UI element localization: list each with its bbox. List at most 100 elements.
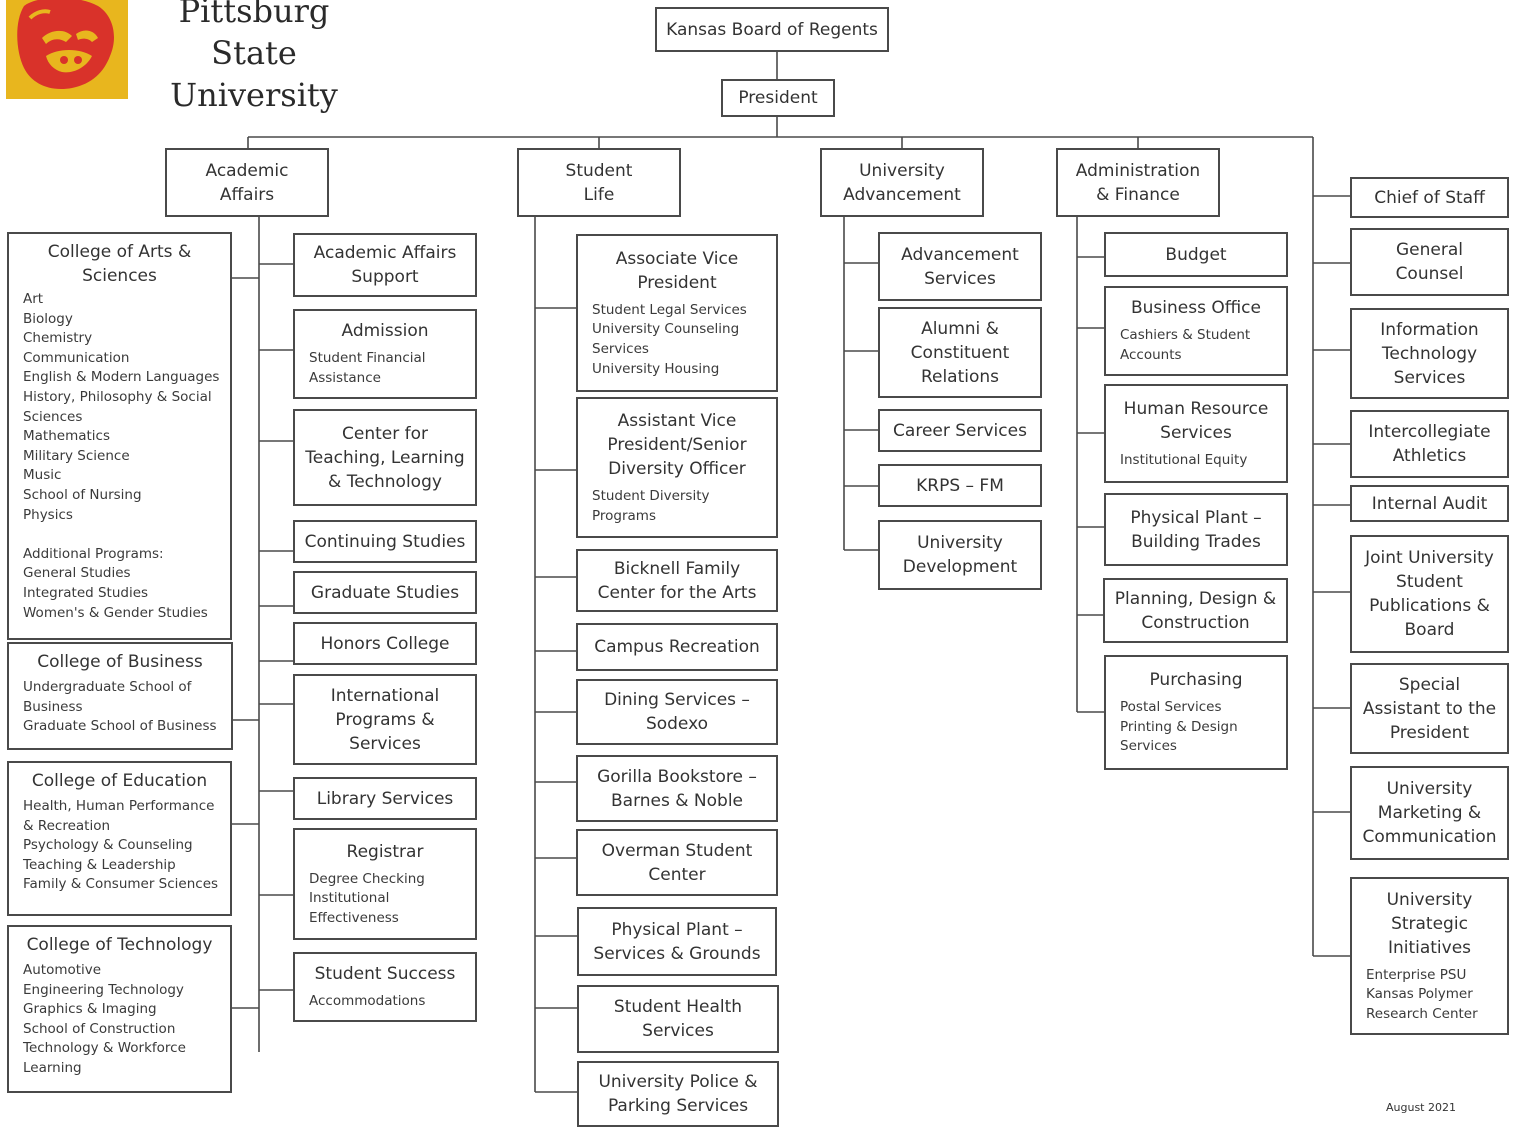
college-title: College of Technology [26, 935, 213, 955]
unit-gorilla-bookstore: Gorilla Bookstore – Barnes & Noble [576, 755, 778, 822]
unit-title: Assistant Vice President/Senior Diversit… [607, 410, 747, 479]
unit-planning-design-construction: Planning, Design & Construction [1103, 578, 1288, 643]
unit-title: Budget [1165, 244, 1227, 265]
unit-title: Alumni & Constituent Relations [910, 318, 1010, 387]
unit-title: Gorilla Bookstore – Barnes & Noble [597, 766, 757, 811]
unit-sub: Degree Checking Institutional Effectiven… [309, 870, 425, 926]
unit-library-services: Library Services [293, 777, 477, 820]
unit-krps-fm: KRPS – FM [878, 464, 1042, 507]
unit-title: Academic Affairs Support [313, 243, 457, 287]
unit-business-office: Business Office Cashiers & Student Accou… [1104, 286, 1288, 376]
unit-student-health-services: Student Health Services [577, 985, 779, 1053]
unit-academic-affairs-support: Academic Affairs Support [293, 233, 477, 297]
unit-budget: Budget [1104, 232, 1288, 277]
unit-title: Admission [341, 321, 429, 342]
unit-sub: Enterprise PSU Kansas Polymer Research C… [1366, 966, 1478, 1022]
unit-title: Advancement Services [901, 244, 1019, 289]
division-academic-affairs: Academic Affairs [165, 148, 329, 217]
unit-campus-recreation: Campus Recreation [576, 623, 778, 671]
revision-date: August 2021 [1386, 1101, 1456, 1114]
unit-title: KRPS – FM [916, 475, 1004, 496]
college-business: College of Business Undergraduate School… [7, 642, 233, 750]
unit-sub: Student Diversity Programs [592, 487, 710, 524]
unit-title: Business Office [1131, 298, 1261, 319]
unit-dining-services: Dining Services – Sodexo [576, 679, 778, 745]
college-title: College of Arts & Sciences [47, 242, 192, 286]
unit-registrar: Registrar Degree Checking Institutional … [293, 828, 477, 940]
unit-title: Purchasing [1149, 670, 1243, 691]
unit-title: Bicknell Family Center for the Arts [597, 558, 757, 603]
unit-title: Internal Audit [1371, 493, 1488, 514]
unit-title: Overman Student Center [601, 840, 753, 885]
unit-internal-audit: Internal Audit [1350, 485, 1509, 522]
division-label: Academic Affairs [205, 160, 289, 205]
unit-title: International Programs & Services [330, 685, 440, 754]
unit-sub: Institutional Equity [1120, 451, 1248, 468]
kansas-board-of-regents-box: Kansas Board of Regents [655, 7, 889, 52]
unit-university-police: University Police & Parking Services [577, 1061, 779, 1127]
unit-title: Campus Recreation [594, 637, 760, 657]
college-title: College of Education [31, 771, 208, 791]
unit-advancement-services: Advancement Services [878, 232, 1042, 301]
university-name: Pittsburg State University [170, 0, 338, 114]
unit-title: Dining Services – Sodexo [604, 690, 750, 734]
unit-title: Intercollegiate Athletics [1368, 422, 1491, 466]
college-technology: College of Technology Automotive Enginee… [7, 925, 232, 1093]
unit-title: Student Health Services [613, 997, 743, 1041]
unit-title: Student Success [314, 964, 456, 985]
college-education: College of Education Health, Human Perfo… [7, 761, 232, 916]
unit-sub: Student Financial Assistance [309, 350, 426, 386]
unit-title: Physical Plant – Services & Grounds [593, 919, 761, 964]
unit-information-technology-services: Information Technology Services [1350, 308, 1509, 399]
unit-physical-plant-building-trades: Physical Plant – Building Trades [1104, 493, 1288, 566]
division-student-life: Student Life [517, 148, 681, 217]
unit-title: Career Services [893, 420, 1027, 441]
unit-title: Registrar [346, 841, 424, 862]
division-administration-finance: Administration & Finance [1056, 148, 1220, 217]
unit-student-success: Student Success Accommodations [293, 952, 477, 1022]
president-label: President [738, 88, 818, 108]
unit-sub: Cashiers & Student Accounts [1120, 327, 1251, 363]
college-departments: Undergraduate School of Business Graduat… [23, 679, 217, 735]
unit-title: University Marketing & Communication [1362, 779, 1497, 847]
division-label: Chief of Staff [1374, 187, 1485, 208]
unit-title: Human Resource Services [1123, 398, 1269, 443]
unit-joint-university-student-publications: Joint University Student Publications & … [1350, 535, 1509, 653]
unit-sub: Accommodations [309, 993, 426, 1010]
unit-title: University Development [902, 533, 1018, 577]
college-title: College of Business [37, 652, 203, 672]
president-box: President [721, 79, 835, 117]
unit-continuing-studies: Continuing Studies [293, 520, 477, 563]
unit-human-resource-services: Human Resource Services Institutional Eq… [1104, 384, 1288, 483]
unit-sub: Student Legal Services University Counse… [592, 301, 747, 377]
unit-bicknell-family-center: Bicknell Family Center for the Arts [576, 549, 778, 612]
unit-university-marketing-communication: University Marketing & Communication [1350, 766, 1509, 860]
college-departments: Health, Human Performance & Recreation P… [23, 798, 219, 893]
unit-sub: Postal Services Printing & Design Servic… [1120, 699, 1238, 755]
unit-graduate-studies: Graduate Studies [293, 571, 477, 614]
unit-title: Graduate Studies [310, 582, 460, 603]
unit-international-programs: International Programs & Services [293, 674, 477, 765]
unit-university-strategic-initiatives: University Strategic Initiatives Enterpr… [1350, 877, 1509, 1035]
unit-title: Center for Teaching, Learning & Technolo… [305, 423, 465, 492]
division-university-advancement: University Advancement [820, 148, 984, 217]
unit-alumni-constituent-relations: Alumni & Constituent Relations [878, 307, 1042, 398]
unit-title: University Police & Parking Services [598, 1072, 758, 1116]
unit-title: Information Technology Services [1380, 319, 1479, 388]
unit-title: Joint University Student Publications & … [1365, 548, 1494, 640]
regents-label: Kansas Board of Regents [666, 19, 878, 40]
unit-honors-college: Honors College [293, 622, 477, 665]
college-departments: Art Biology Chemistry Communication Engl… [23, 291, 220, 621]
unit-title: Honors College [320, 633, 450, 654]
unit-career-services: Career Services [878, 409, 1042, 452]
division-label: Administration & Finance [1075, 160, 1201, 205]
unit-title: General Counsel [1395, 240, 1464, 284]
unit-associate-vice-president: Associate Vice President Student Legal S… [576, 234, 778, 392]
unit-purchasing: Purchasing Postal Services Printing & De… [1104, 655, 1288, 770]
unit-title: Associate Vice President [615, 248, 739, 293]
division-label: University Advancement [843, 160, 961, 205]
unit-title: Special Assistant to the President [1362, 674, 1497, 743]
unit-admission: Admission Student Financial Assistance [293, 309, 477, 399]
unit-university-development: University Development [878, 520, 1042, 590]
